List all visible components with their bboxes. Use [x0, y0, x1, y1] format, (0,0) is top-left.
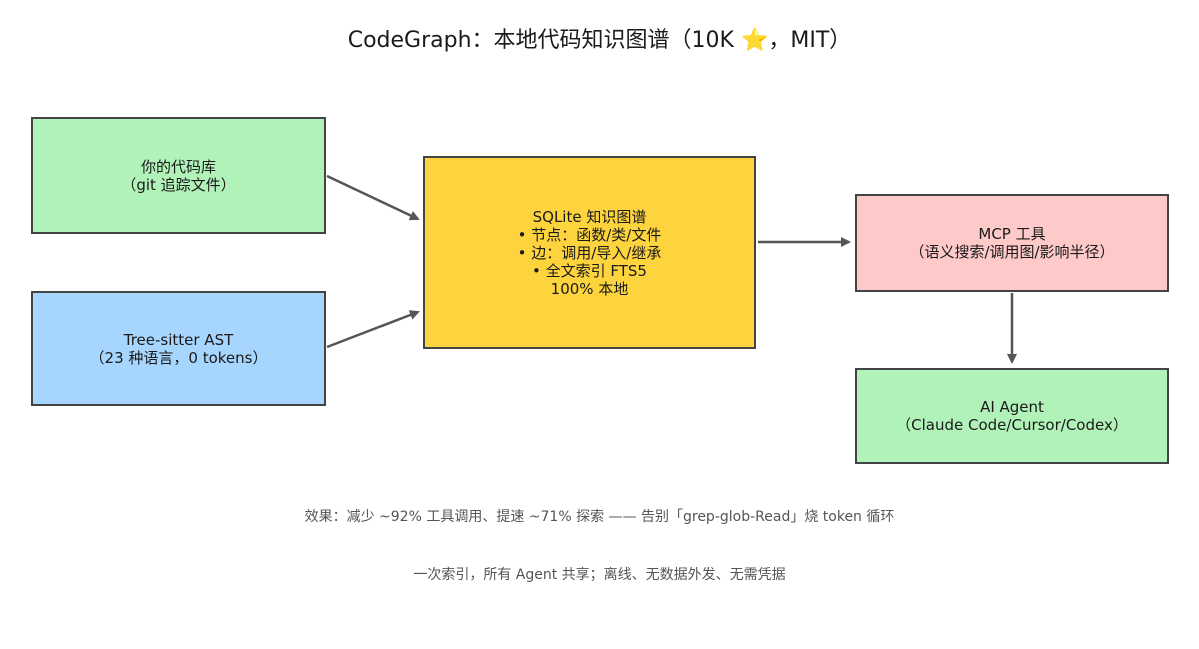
node-ai-agent: AI Agent （Claude Code/Cursor/Codex）: [855, 368, 1169, 464]
node-sqlite-edges-line: • 边：调用/导入/继承: [517, 243, 662, 262]
node-mcp-subtitle: （语义搜索/调用图/影响半径）: [909, 243, 1115, 261]
node-codebase-title: 你的代码库: [140, 157, 216, 176]
node-codebase-subtitle: （git 追踪文件）: [121, 175, 236, 194]
edge-repo-to-sqlite: [326, 174, 420, 221]
node-agent-title: AI Agent: [980, 398, 1044, 416]
node-sqlite-title: SQLite 知识图谱: [532, 207, 647, 226]
node-sqlite-fts-line: • 全文索引 FTS5: [532, 261, 647, 280]
node-ast-subtitle: （23 种语言，0 tokens）: [89, 348, 268, 367]
node-mcp-tools: MCP 工具 （语义搜索/调用图/影响半径）: [855, 194, 1169, 292]
node-sqlite-nodes-line: • 节点：函数/类/文件: [517, 225, 662, 244]
node-sqlite-knowledge-graph: SQLite 知识图谱 • 节点：函数/类/文件 • 边：调用/导入/继承 • …: [423, 156, 756, 349]
node-mcp-title: MCP 工具: [978, 225, 1046, 243]
node-sqlite-local-line: 100% 本地: [550, 279, 629, 298]
node-codebase: 你的代码库 （git 追踪文件）: [31, 117, 326, 234]
node-tree-sitter-ast: Tree-sitter AST （23 种语言，0 tokens）: [31, 291, 326, 406]
node-agent-subtitle: （Claude Code/Cursor/Codex）: [896, 416, 1128, 434]
diagram-title: CodeGraph：本地代码知识图谱（10K ⭐，MIT）: [347, 28, 852, 53]
privacy-note: 一次索引，所有 Agent 共享；离线、无数据外发、无需凭据: [413, 567, 786, 583]
node-ast-title: Tree-sitter AST: [123, 330, 234, 349]
effect-note: 效果：减少 ~92% 工具调用、提速 ~71% 探索 —— 告别「grep-gl…: [304, 509, 895, 525]
edge-ast-to-sqlite: [326, 310, 420, 349]
